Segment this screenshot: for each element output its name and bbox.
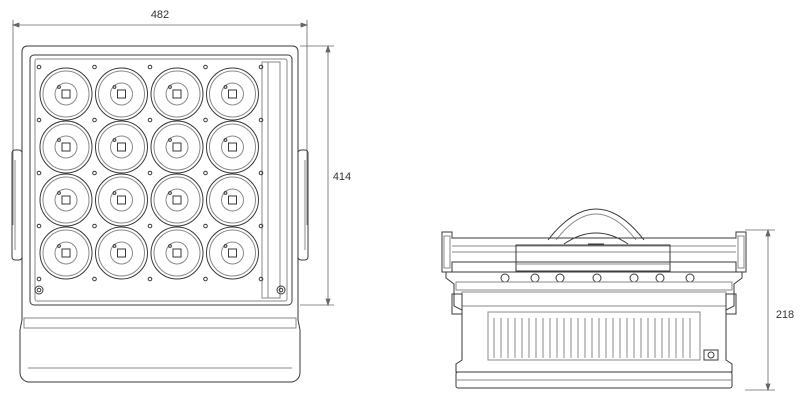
depth-dimension (745, 228, 775, 392)
led-module (150, 120, 204, 174)
width-dimension (11, 20, 309, 225)
led-module (206, 226, 259, 280)
grid-screw (92, 64, 97, 70)
grid-screw (258, 223, 264, 229)
grid-screw (147, 117, 153, 123)
dimension-height-label: 414 (333, 171, 351, 183)
grid-screw (258, 117, 264, 123)
mounting-bracket-arc (547, 208, 645, 241)
dimension-depth-label: 218 (776, 309, 794, 321)
front-base (23, 317, 297, 329)
led-module (150, 173, 204, 227)
grid-screw (92, 170, 97, 176)
led-module (95, 226, 148, 280)
front-housing-outline (19, 45, 301, 383)
led-module (95, 67, 148, 121)
socket (685, 273, 695, 283)
right-flange (725, 293, 737, 315)
led-module (95, 120, 148, 174)
led-module (150, 226, 204, 280)
grid-screw (203, 276, 208, 282)
led-module (39, 173, 93, 227)
left-flange (451, 293, 463, 315)
left-bracket (11, 149, 23, 261)
led-module (150, 67, 204, 121)
grid-screw (258, 170, 264, 176)
grid-screw (147, 223, 153, 229)
socket (500, 273, 510, 283)
socket (655, 273, 665, 283)
socket (555, 273, 565, 283)
grid-screw (147, 170, 153, 176)
front-bezel (29, 54, 293, 306)
dimension-width-label: 482 (151, 9, 169, 21)
grid-screw (36, 276, 42, 282)
heat-sink (487, 311, 701, 361)
connector-row (500, 273, 695, 283)
grid-screw (203, 223, 208, 229)
driver-box (515, 244, 671, 272)
right-bracket (297, 149, 309, 261)
side-strip (261, 61, 281, 299)
side-view (441, 208, 775, 392)
grid-screw (147, 64, 153, 70)
grid-screw (92, 223, 97, 229)
cable-gland (703, 349, 719, 361)
socket (592, 273, 602, 283)
led-module (206, 67, 259, 121)
corner-screw (34, 285, 44, 295)
grid-screw (36, 170, 42, 176)
front-view (11, 20, 334, 383)
led-grid (36, 64, 264, 282)
grid-screw (36, 223, 42, 229)
grid-screw (203, 117, 208, 123)
grid-screw (203, 64, 208, 70)
grid-screw (36, 117, 42, 123)
height-dimension (300, 44, 334, 307)
grid-screw (203, 170, 208, 176)
grid-screw (258, 64, 264, 70)
grid-screw (92, 117, 97, 123)
led-module (39, 226, 93, 280)
grid-screw (36, 64, 42, 70)
side-housing (445, 271, 743, 373)
led-module (206, 120, 259, 174)
led-module (95, 173, 148, 227)
corner-screw (276, 285, 286, 295)
socket (530, 273, 540, 283)
socket (629, 273, 639, 283)
led-module (39, 67, 93, 121)
grid-screw (92, 276, 97, 282)
grid-screw (258, 276, 264, 282)
heat-sink-fins (493, 318, 691, 358)
led-module (39, 120, 93, 174)
led-module (206, 173, 259, 227)
grid-screw (147, 276, 153, 282)
